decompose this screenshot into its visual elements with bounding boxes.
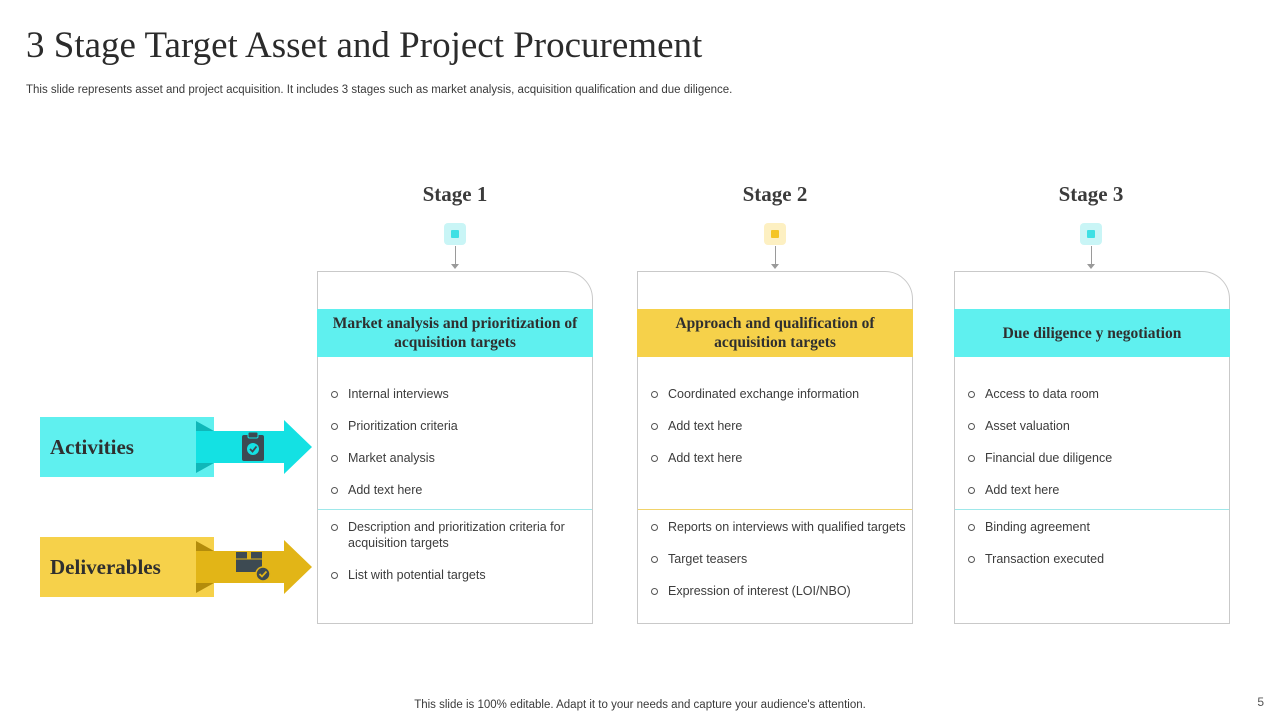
slide-subtitle: This slide represents asset and project … [26,84,733,96]
footer-note: This slide is 100% editable. Adapt it to… [414,699,866,711]
list-item: List with potential targets [330,567,586,583]
list-item: Add text here [967,482,1223,498]
stage-2-connector-head [771,264,779,269]
stage-3-marker [1080,223,1102,245]
list-item: Add text here [650,418,906,434]
deliverables-label-text: Deliverables [50,554,161,579]
stage-3-card: Due diligence y negotiation Access to da… [954,271,1230,624]
slide-title: 3 Stage Target Asset and Project Procure… [26,25,703,66]
list-item: Internal interviews [330,386,586,402]
stage-1-heading: Market analysis and prioritization of ac… [317,309,593,357]
list-item: Coordinated exchange information [650,386,906,402]
stage-2-card: Approach and qualification of acquisitio… [637,271,913,624]
stage-1-card: Market analysis and prioritization of ac… [317,271,593,624]
list-item: Prioritization criteria [330,418,586,434]
clipboard-check-icon [242,431,264,461]
stage-1-deliverables-list: Description and prioritization criteria … [330,519,586,599]
list-item: Access to data room [967,386,1223,402]
activities-arrow [196,420,312,474]
list-item: Binding agreement [967,519,1223,535]
stage-2-deliverables-list: Reports on interviews with qualified tar… [650,519,906,615]
stage-1-marker [444,223,466,245]
list-item: Asset valuation [967,418,1223,434]
stage-2-divider [638,509,912,510]
stage-1-label: Stage 1 [422,182,488,206]
list-item: Reports on interviews with qualified tar… [650,519,906,535]
stage-1-activities-list: Internal interviews Prioritization crite… [330,386,586,514]
stage-2-activities-list: Coordinated exchange information Add tex… [650,386,906,482]
stage-3-label: Stage 3 [1058,182,1124,206]
deliverables-arrow [196,540,312,594]
stage-3-deliverables-list: Binding agreement Transaction executed [967,519,1223,583]
package-check-icon [236,552,271,582]
list-item: Description and prioritization criteria … [330,519,586,551]
stage-3-divider [955,509,1229,510]
list-item: Target teasers [650,551,906,567]
list-item: Add text here [650,450,906,466]
list-item: Transaction executed [967,551,1223,567]
stage-1-divider [318,509,592,510]
list-item: Expression of interest (LOI/NBO) [650,583,906,599]
activities-label-text: Activities [50,434,134,459]
stage-2-marker [764,223,786,245]
page-number: 5 [1257,695,1264,709]
list-item: Add text here [330,482,586,498]
stage-1-connector [455,246,456,266]
deliverables-label: Deliverables [40,537,214,597]
list-item: Market analysis [330,450,586,466]
stage-3-heading: Due diligence y negotiation [954,309,1230,357]
stage-3-connector [1091,246,1092,266]
stage-3-connector-head [1087,264,1095,269]
list-item: Financial due diligence [967,450,1223,466]
activities-label: Activities [40,417,214,477]
stage-2-heading: Approach and qualification of acquisitio… [637,309,913,357]
stage-2-connector [775,246,776,266]
stage-2-label: Stage 2 [742,182,808,206]
stage-3-activities-list: Access to data room Asset valuation Fina… [967,386,1223,514]
stage-1-connector-head [451,264,459,269]
